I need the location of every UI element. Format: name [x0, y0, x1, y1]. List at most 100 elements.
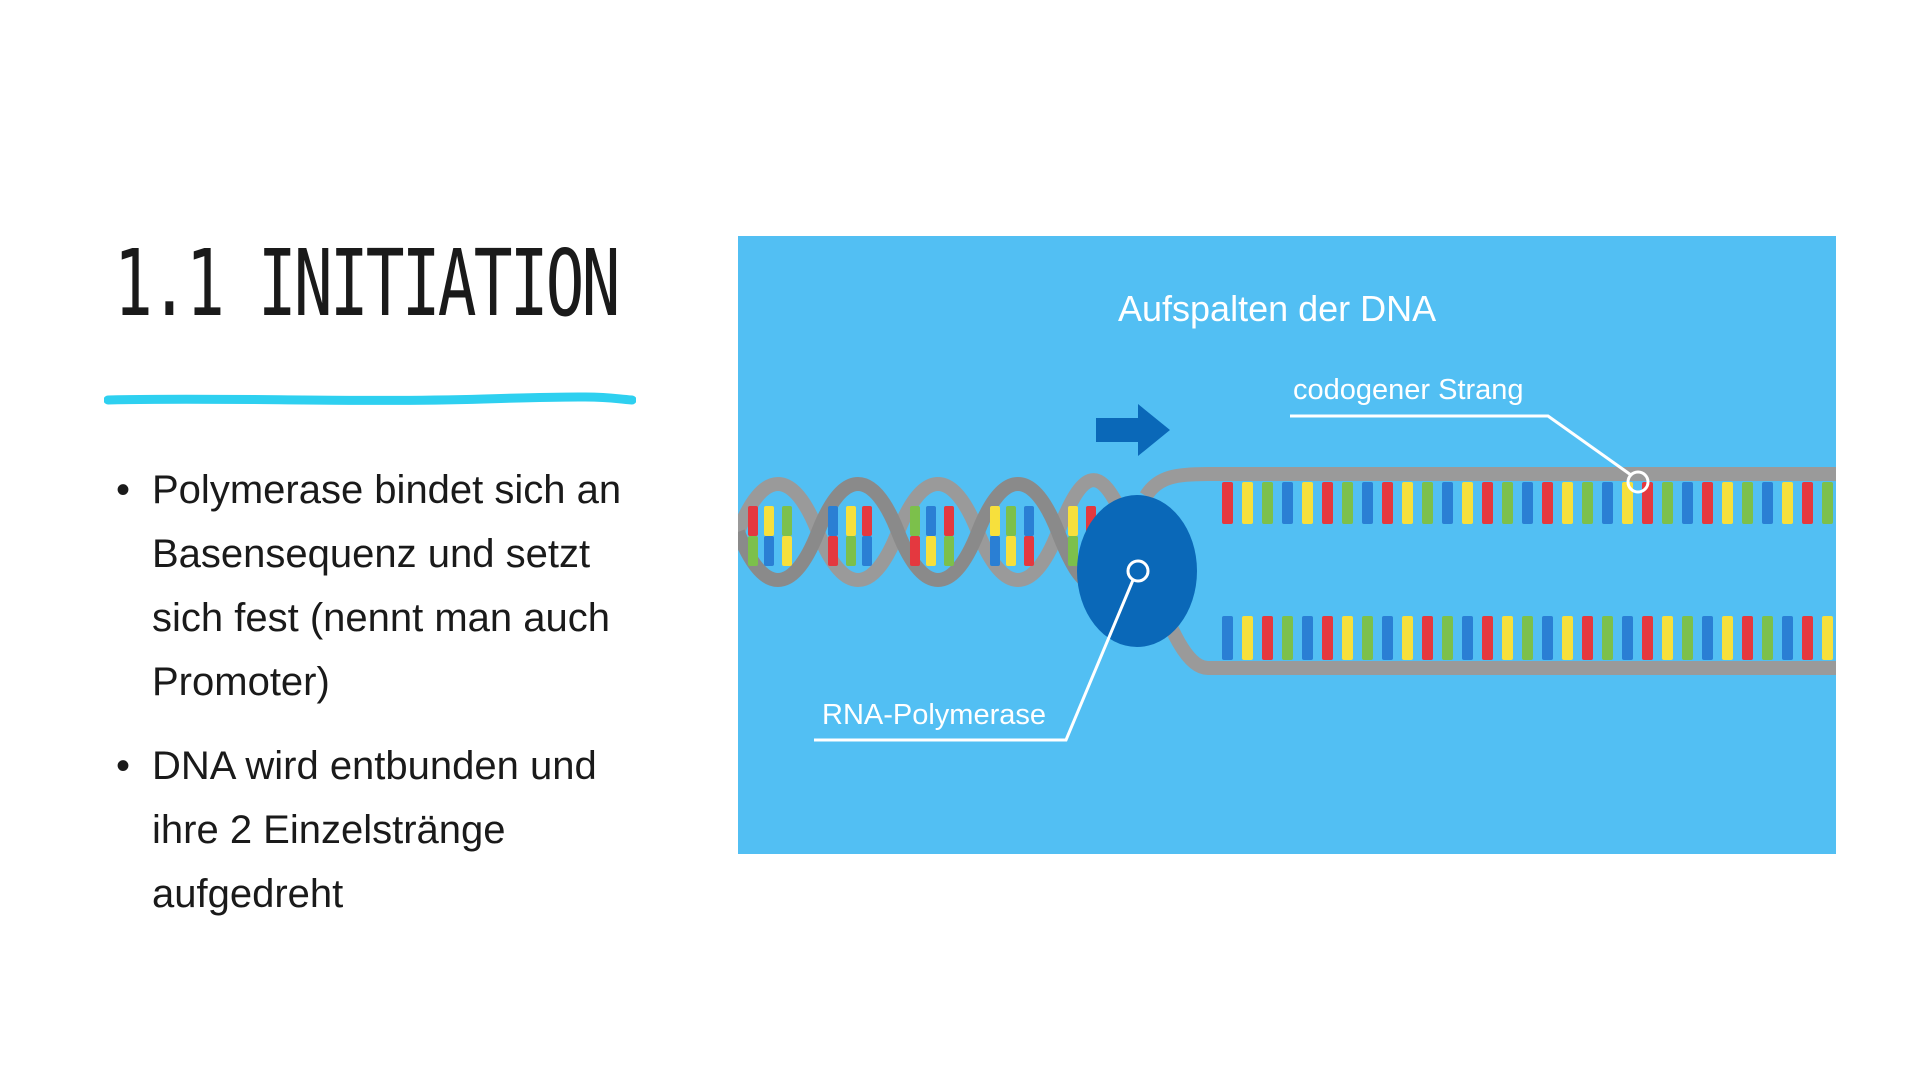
dna-base [1262, 482, 1273, 524]
dna-base [1006, 536, 1016, 566]
dna-base [1642, 482, 1653, 524]
dna-base [1722, 616, 1733, 660]
dna-base [1024, 506, 1034, 536]
dna-base [1302, 616, 1313, 660]
dna-base [1282, 482, 1293, 524]
dna-base [1382, 482, 1393, 524]
dna-base [1702, 616, 1713, 660]
dna-base [1068, 506, 1078, 536]
dna-base [828, 506, 838, 536]
dna-base [910, 506, 920, 536]
dna-base [1242, 616, 1253, 660]
dna-base [1742, 482, 1753, 524]
dna-base [1662, 616, 1673, 660]
dna-base [1024, 536, 1034, 566]
dna-base [1782, 482, 1793, 524]
bullet-glyph: • [116, 468, 131, 512]
bullet-glyph: • [116, 744, 131, 788]
dna-base [1462, 482, 1473, 524]
rna-polymerase-shape [1077, 495, 1197, 647]
bullet-text: DNA wird entbunden und ihre 2 Einzelsträ… [152, 744, 597, 916]
dna-base [1482, 482, 1493, 524]
dna-base [748, 506, 758, 536]
dna-base [1602, 482, 1613, 524]
dna-base [1262, 616, 1273, 660]
dna-base [748, 536, 758, 566]
helix-backbone-a [738, 473, 1125, 587]
figure-title: Aufspalten der DNA [1118, 288, 1437, 329]
dna-base [1422, 616, 1433, 660]
dna-base [990, 536, 1000, 566]
codogenic-strand-label: codogener Strang [1293, 374, 1524, 406]
dna-base [990, 506, 1000, 536]
upper-strand-bases [1222, 482, 1833, 524]
dna-base [764, 536, 774, 566]
dna-base [910, 536, 920, 566]
dna-base [1222, 616, 1233, 660]
dna-base [846, 536, 856, 566]
dna-base [1602, 616, 1613, 660]
dna-illustration [738, 404, 1836, 742]
dna-base [1802, 482, 1813, 524]
dna-base [782, 506, 792, 536]
dna-base [782, 536, 792, 566]
dna-base [1482, 616, 1493, 660]
bullet-list: • Polymerase bindet sich an Basensequenz… [112, 458, 672, 946]
dna-base [1722, 482, 1733, 524]
dna-base [862, 536, 872, 566]
dna-base [1662, 482, 1673, 524]
dna-base [1742, 616, 1753, 660]
dna-base [1362, 482, 1373, 524]
dna-base [1562, 482, 1573, 524]
dna-base [944, 536, 954, 566]
upper-strand-backbone [1140, 467, 1836, 501]
dna-base [846, 506, 856, 536]
dna-base [1582, 616, 1593, 660]
strand-leader-line [1290, 414, 1632, 477]
dna-base [1782, 616, 1793, 660]
dna-base [1702, 482, 1713, 524]
dna-base [1822, 616, 1833, 660]
dna-base [1242, 482, 1253, 524]
dna-base [1542, 616, 1553, 660]
lower-strand-bases [1222, 616, 1833, 660]
dna-base [1522, 616, 1533, 660]
dna-base [1422, 482, 1433, 524]
dna-base [1622, 616, 1633, 660]
dna-figure: Aufspalten der DNA codogener Strang RNA-… [738, 236, 1836, 854]
dna-base [1282, 616, 1293, 660]
dna-base [1682, 482, 1693, 524]
dna-base [1342, 482, 1353, 524]
dna-base [926, 536, 936, 566]
dna-base [1462, 616, 1473, 660]
bullet-item: • DNA wird entbunden und ihre 2 Einzelst… [112, 734, 672, 926]
dna-base [1502, 482, 1513, 524]
dna-base [1402, 616, 1413, 660]
dna-base [1562, 616, 1573, 660]
dna-base [926, 506, 936, 536]
dna-base [1522, 482, 1533, 524]
helix-backbone-b [738, 477, 1125, 591]
rna-polymerase-label: RNA-Polymerase [822, 699, 1046, 731]
slide-title: 1.1 INITIATION [114, 230, 620, 337]
strand-pointer-dot [1626, 470, 1650, 494]
dna-base [1622, 482, 1633, 524]
dna-base [1068, 536, 1078, 566]
dna-base [1542, 482, 1553, 524]
dna-base [1682, 616, 1693, 660]
dna-base [1582, 482, 1593, 524]
dna-base [1762, 616, 1773, 660]
dna-base [1642, 616, 1653, 660]
dna-base [1762, 482, 1773, 524]
dna-base [1442, 482, 1453, 524]
dna-base [1442, 616, 1453, 660]
dna-base [1342, 616, 1353, 660]
title-underline [104, 392, 636, 405]
polymerase-leader-line [814, 579, 1135, 742]
dna-base [862, 506, 872, 536]
dna-base [1362, 616, 1373, 660]
dna-base [1222, 482, 1233, 524]
dna-base [764, 506, 774, 536]
dna-base [1502, 616, 1513, 660]
